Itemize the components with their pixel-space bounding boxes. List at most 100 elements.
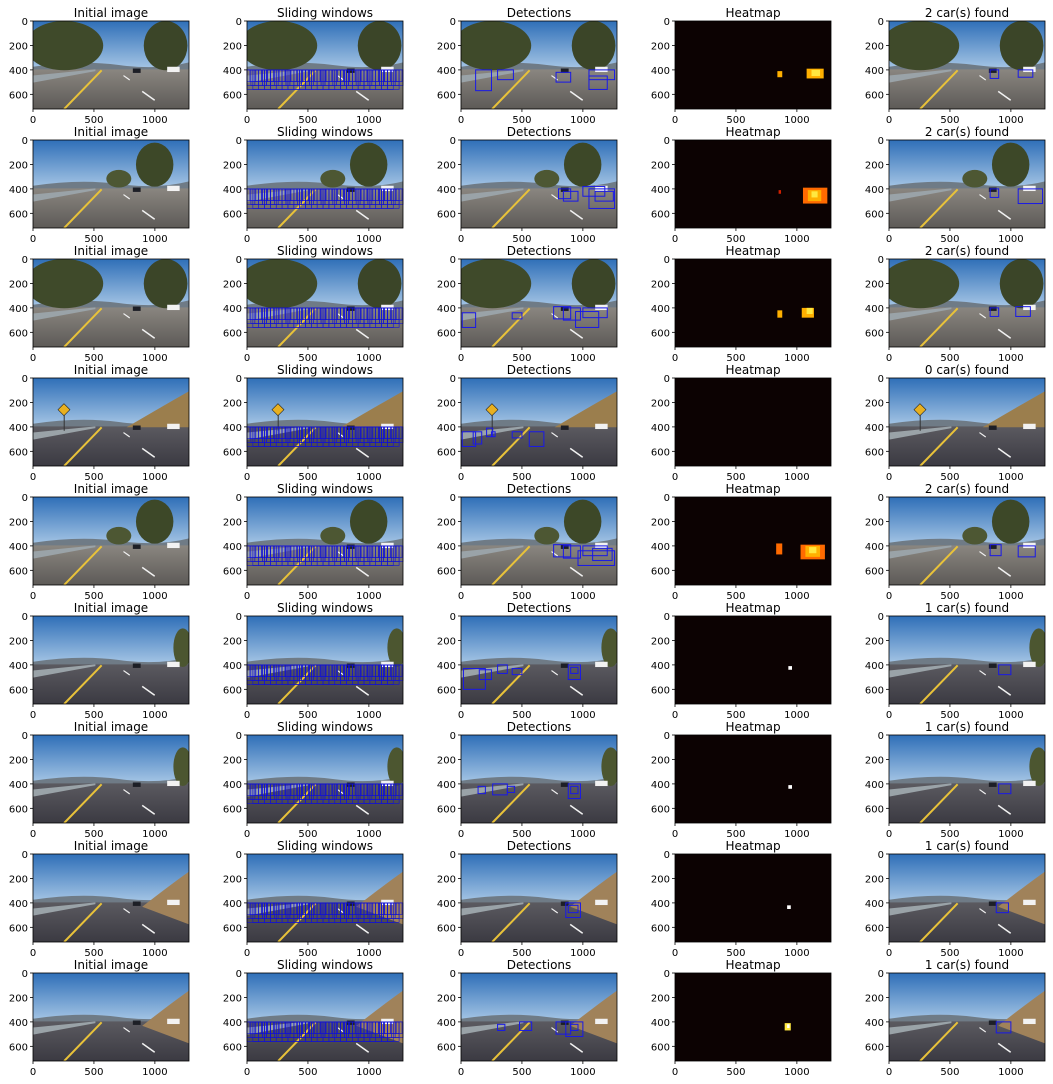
subplot-title: Sliding windows: [277, 363, 373, 377]
y-tick-label: 200: [651, 160, 670, 171]
x-tick-label: 1000: [570, 353, 595, 364]
detection-box: [477, 785, 486, 795]
detection-box: [511, 668, 523, 676]
y-tick-label: 0: [878, 255, 884, 266]
heat-blob: [787, 905, 791, 909]
detection-box: [567, 664, 581, 681]
axes-frame: [888, 615, 1046, 705]
y-tick-label: 600: [223, 90, 242, 101]
sliding-window-grid: [246, 69, 404, 90]
subplot-title: Sliding windows: [277, 839, 373, 853]
y-tick-label: 200: [223, 636, 242, 647]
y-tick-label: 0: [664, 493, 670, 504]
y-tick-label: 200: [437, 160, 456, 171]
x-tick-label: 1000: [570, 1067, 595, 1078]
y-tick-label: 400: [223, 899, 242, 910]
subplot-title: Detections: [507, 839, 572, 853]
subplot-title: Heatmap: [725, 839, 780, 853]
y-tick-label: 0: [878, 374, 884, 385]
y-tick-label: 200: [9, 279, 28, 290]
heatmap-background: [675, 140, 831, 228]
y-tick-label: 600: [9, 1042, 28, 1053]
y-tick-label: 400: [9, 899, 28, 910]
axes-frame: [460, 496, 618, 586]
road-scene: [889, 140, 1045, 228]
x-tick-label: 0: [244, 829, 250, 840]
x-tick-label: 1000: [784, 1067, 809, 1078]
x-tick-label: 0: [244, 234, 250, 245]
axes-frame: [674, 615, 832, 705]
detection-box: [570, 785, 579, 795]
sliding-window-grid: [246, 545, 404, 566]
detection-box: [570, 1023, 579, 1031]
y-tick-label: 600: [223, 1042, 242, 1053]
y-tick-label: 200: [651, 993, 670, 1004]
y-tick-label: 400: [651, 899, 670, 910]
x-tick-label: 0: [30, 353, 36, 364]
y-tick-label: 600: [223, 685, 242, 696]
y-tick-label: 400: [651, 66, 670, 77]
axes-frame: [32, 258, 190, 348]
y-tick-label: 200: [9, 517, 28, 528]
x-tick-label: 500: [512, 472, 531, 483]
y-tick-label: 0: [22, 850, 28, 861]
y-tick-label: 0: [664, 17, 670, 28]
axes-frame: [888, 139, 1046, 229]
y-tick-label: 600: [651, 90, 670, 101]
y-tick-label: 600: [865, 328, 884, 339]
x-tick-label: 1000: [570, 115, 595, 126]
y-tick-label: 400: [437, 780, 456, 791]
y-tick-label: 200: [9, 160, 28, 171]
axes-frame: [674, 496, 832, 586]
y-tick-label: 0: [236, 493, 242, 504]
cars-found-title: 0 car(s) found: [925, 363, 1009, 377]
axes-frame: [888, 377, 1046, 467]
y-tick-label: 200: [865, 160, 884, 171]
axes-frame: [32, 496, 190, 586]
y-tick-label: 0: [236, 850, 242, 861]
y-tick-label: 0: [878, 731, 884, 742]
heat-blob: [788, 785, 792, 789]
y-tick-label: 200: [651, 517, 670, 528]
axes-frame: [246, 139, 404, 229]
y-tick-label: 600: [9, 328, 28, 339]
y-tick-label: 400: [651, 185, 670, 196]
detection-box: [478, 669, 492, 681]
y-tick-label: 400: [865, 304, 884, 315]
x-tick-label: 500: [84, 115, 103, 126]
x-tick-label: 500: [512, 1067, 531, 1078]
y-tick-label: 600: [865, 209, 884, 220]
y-tick-label: 600: [865, 447, 884, 458]
y-tick-label: 400: [9, 542, 28, 553]
subplot-title: Initial image: [74, 125, 148, 139]
x-tick-label: 0: [672, 472, 678, 483]
y-tick-label: 600: [437, 685, 456, 696]
y-tick-label: 0: [878, 17, 884, 28]
y-tick-label: 600: [9, 685, 28, 696]
y-tick-label: 600: [865, 566, 884, 577]
road-scene: [33, 854, 189, 942]
x-tick-label: 500: [84, 472, 103, 483]
subplot-title: Heatmap: [725, 244, 780, 258]
x-tick-label: 0: [30, 234, 36, 245]
axes-frame: [888, 853, 1046, 943]
y-tick-label: 200: [437, 636, 456, 647]
y-tick-label: 0: [450, 17, 456, 28]
x-tick-label: 500: [940, 115, 959, 126]
road-scene: [889, 497, 1045, 585]
axes-frame: [32, 20, 190, 110]
heatmap-background: [675, 378, 831, 466]
sliding-window-grid: [246, 902, 404, 923]
y-tick-label: 0: [236, 136, 242, 147]
y-tick-label: 600: [865, 90, 884, 101]
x-tick-label: 1000: [570, 829, 595, 840]
heat-blob: [787, 1024, 790, 1028]
road-scene: [33, 735, 189, 823]
x-tick-label: 0: [30, 710, 36, 721]
